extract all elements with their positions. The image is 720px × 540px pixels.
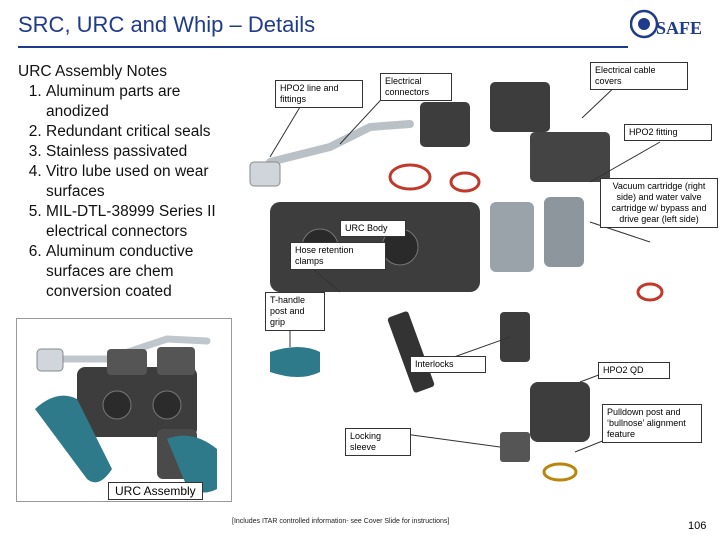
note-item: Stainless passivated [46, 142, 243, 162]
electrical-connector-part [420, 102, 470, 147]
title-rule [18, 46, 628, 48]
locking-sleeve-part [500, 432, 530, 462]
safe-logo: SAFE [630, 9, 702, 39]
callout-hpo2-qd: HPO2 QD [598, 362, 670, 379]
page-number: 106 [688, 520, 707, 532]
callout-hose-retention: Hose retention clamps [290, 242, 386, 270]
callout-hpo2-line: HPO2 line and fittings [275, 80, 363, 108]
exploded-view-diagram [249, 81, 664, 482]
callout-electrical-cable-covers: Electrical cable covers [590, 62, 688, 90]
callout-urc-body: URC Body [340, 220, 406, 237]
note-item: Aluminum parts are anodized [46, 82, 243, 122]
callout-t-handle: T-handle post and grip [265, 292, 325, 331]
hpo2-fitting-part [249, 161, 281, 187]
callout-pulldown-post: Pulldown post and ‘bullnose’ alignment f… [602, 404, 702, 443]
seal-ring [388, 163, 432, 191]
interlock-part [500, 312, 530, 362]
hpo2-qd-part [530, 382, 590, 442]
callout-vacuum-cartridge: Vacuum cartridge (right side) and water … [600, 178, 718, 228]
photo-caption: URC Assembly [108, 482, 203, 500]
vacuum-cartridge-part [490, 202, 534, 272]
notes-heading: URC Assembly Notes [18, 63, 168, 80]
seal-ring [636, 282, 664, 302]
assembly-notes: URC Assembly Notes Aluminum parts are an… [18, 62, 243, 302]
logo-text: SAFE [656, 18, 702, 38]
t-handle-post [387, 311, 435, 393]
urc-assembly-photo [16, 318, 232, 502]
callout-electrical-connectors: Electrical connectors [380, 73, 452, 101]
callout-locking-sleeve: Locking sleeve [345, 428, 411, 456]
callout-interlocks: Interlocks [410, 356, 486, 373]
cable-cover-part [530, 132, 610, 182]
water-valve-cartridge-part [544, 197, 584, 267]
bronze-ring [542, 462, 578, 482]
itar-notice: [Includes ITAR controlled information- s… [232, 518, 450, 525]
note-item: MIL-DTL-38999 Series II electrical conne… [46, 202, 243, 242]
slide-title: SRC, URC and Whip – Details [18, 12, 316, 37]
note-item: Vitro lube used on wear surfaces [46, 162, 243, 202]
t-handle-grip [270, 347, 320, 377]
seal-ring [449, 171, 481, 193]
note-item: Aluminum conductive surfaces are chem co… [46, 242, 243, 302]
notes-list: Aluminum parts are anodized Redundant cr… [18, 82, 243, 302]
callout-hpo2-fitting: HPO2 fitting [624, 124, 712, 141]
hpo2-line [266, 120, 414, 166]
note-item: Redundant critical seals [46, 122, 243, 142]
electrical-connector-part [490, 82, 550, 132]
